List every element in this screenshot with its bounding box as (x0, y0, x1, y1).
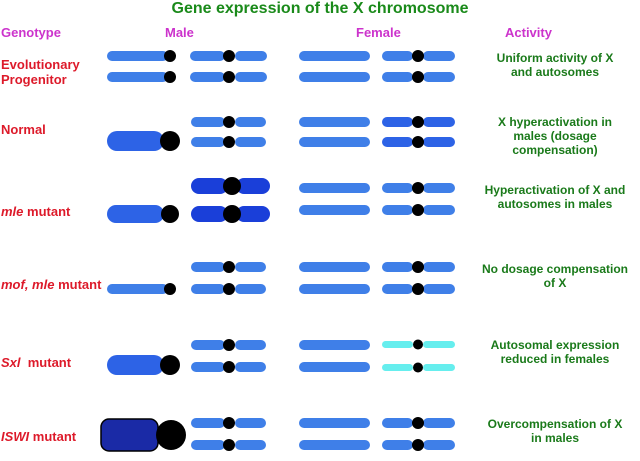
row-normal (107, 116, 455, 151)
header-genotype: Genotype (1, 25, 61, 40)
female-autosome-pair (382, 417, 455, 451)
genotype-gene-name: mof, mle (1, 277, 55, 292)
female-x-chromosome (299, 340, 370, 372)
row-sxl-mutant (107, 339, 455, 375)
male-autosome-pair (190, 50, 267, 83)
header-activity: Activity (505, 25, 552, 40)
male-x-chromosome (107, 205, 179, 223)
activity-text-mle: Hyperactivation of X and autosomes in ma… (484, 183, 626, 211)
row-mof-mle-mutant (107, 261, 455, 295)
male-autosome-pair (191, 116, 266, 148)
female-autosome-pair (382, 116, 455, 148)
row-mle-mutant (107, 177, 455, 223)
male-autosome-pair (191, 261, 266, 295)
male-x-chromosome (107, 131, 180, 151)
male-autosome-pair (191, 417, 266, 451)
genotype-label-mle: mle mutant (1, 204, 70, 219)
female-x-chromosome (299, 418, 370, 450)
activity-text-sxl: Autosomal expression reduced in females (490, 338, 620, 366)
genotype-suffix: mutant (54, 277, 102, 292)
header-male: Male (165, 25, 194, 40)
row-iswi-mutant (100, 417, 455, 452)
female-autosome-pair (382, 182, 455, 216)
genotype-label-mof-mle: mof, mle mutant (1, 277, 101, 292)
genotype-gene-name: ISWI (1, 429, 30, 444)
male-x-chromosome (107, 283, 176, 295)
genotype-label-normal: Normal (1, 122, 46, 137)
female-x-chromosome (299, 262, 370, 294)
genotype-gene-name: mle (1, 204, 24, 219)
male-autosome-pair (191, 177, 270, 223)
female-x-chromosome (299, 117, 370, 147)
female-autosome-pair (382, 50, 455, 83)
activity-text-iswi: Overcompensation of X in males (487, 417, 623, 445)
genotype-suffix: mutant (20, 355, 72, 370)
male-x-chromosome (107, 355, 180, 375)
female-autosome-pair-reduced (382, 339, 455, 373)
row-progenitor (107, 50, 455, 83)
activity-text-normal: X hyperactivation in males (dosage compe… (497, 115, 613, 157)
genotype-gene-name: Sxl (1, 355, 21, 370)
genotype-label-progenitor: Evolutionary Progenitor (1, 57, 80, 87)
header-female: Female (356, 25, 401, 40)
genotype-label-iswi: ISWI mutant (1, 429, 76, 444)
female-autosome-pair (382, 261, 455, 295)
activity-text-progenitor: Uniform activity of X and autosomes (496, 51, 614, 79)
genotype-suffix: mutant (29, 429, 77, 444)
female-x-chromosome (299, 51, 370, 82)
activity-text-mof-mle: No dosage compensation of X (481, 262, 629, 290)
diagram-title: Gene expression of the X chromosome (171, 0, 469, 17)
male-x-chromosome (107, 50, 176, 83)
male-autosome-pair (191, 339, 266, 373)
female-x-chromosome (299, 183, 370, 215)
genotype-label-sxl: Sxl mutant (1, 355, 71, 370)
genotype-suffix: mutant (23, 204, 71, 219)
male-x-chromosome-overcompensated (100, 418, 186, 452)
